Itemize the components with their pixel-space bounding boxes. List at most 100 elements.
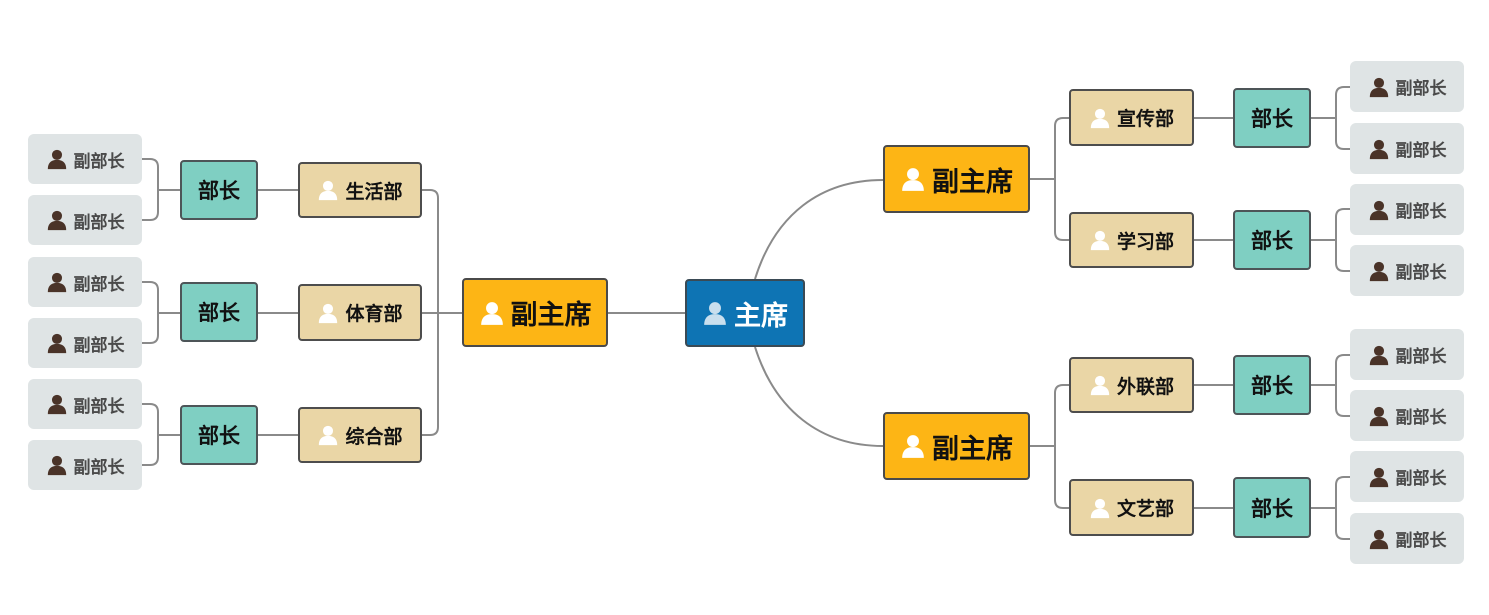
minister-label: 部长: [198, 179, 240, 203]
department-node-publicity[interactable]: 宣传部: [1069, 89, 1194, 146]
department-label: 宣传部: [1116, 108, 1174, 130]
deputy-node[interactable]: 副部长: [1350, 245, 1464, 296]
deputy-label: 副部长: [73, 457, 125, 478]
department-label: 生活部: [345, 180, 403, 203]
vice-chair-label: 副主席: [510, 300, 592, 331]
deputy-node[interactable]: 副部长: [28, 257, 142, 307]
person-icon: [317, 302, 339, 324]
deputy-label: 副部长: [1395, 531, 1447, 551]
person-icon: [479, 300, 505, 326]
deputy-node[interactable]: 副部长: [28, 440, 142, 490]
connector-line: [1054, 384, 1069, 446]
connector-line: [142, 190, 159, 221]
person-icon: [1368, 528, 1390, 550]
department-label: 综合部: [345, 425, 403, 448]
deputy-node[interactable]: 副部长: [28, 379, 142, 429]
person-icon: [46, 332, 68, 354]
connector-line: [754, 179, 884, 280]
deputy-node[interactable]: 副部长: [1350, 451, 1464, 502]
deputy-node[interactable]: 副部长: [1350, 123, 1464, 174]
deputy-label: 副部长: [1395, 202, 1447, 222]
deputy-label: 副部长: [1395, 79, 1447, 99]
person-icon: [1368, 344, 1390, 366]
person-icon: [900, 433, 926, 459]
connector-line: [1335, 385, 1350, 417]
person-icon: [46, 148, 68, 170]
department-node-life[interactable]: 生活部: [298, 162, 422, 218]
department-node-general[interactable]: 综合部: [298, 407, 422, 463]
minister-label: 部长: [198, 424, 240, 448]
connector-line: [422, 189, 439, 313]
person-icon: [1368, 405, 1390, 427]
vice-chair-label: 副主席: [932, 433, 1013, 465]
deputy-node[interactable]: 副部长: [1350, 513, 1464, 564]
deputy-node[interactable]: 副部长: [28, 134, 142, 184]
minister-node[interactable]: 部长: [1233, 355, 1311, 415]
minister-label: 部长: [1251, 496, 1293, 521]
department-label: 文艺部: [1116, 498, 1174, 520]
person-icon: [1368, 199, 1390, 221]
deputy-node[interactable]: 副部长: [28, 318, 142, 368]
person-icon: [317, 179, 339, 201]
deputy-node[interactable]: 副部长: [1350, 184, 1464, 235]
connector-line: [142, 313, 159, 344]
vice-chair-node-right-top[interactable]: 副主席: [883, 145, 1030, 213]
connector-line: [1335, 240, 1350, 272]
minister-node[interactable]: 部长: [1233, 210, 1311, 270]
deputy-node[interactable]: 副部长: [1350, 61, 1464, 112]
minister-node[interactable]: 部长: [1233, 88, 1311, 148]
person-icon: [1089, 374, 1111, 396]
connector-line: [1054, 179, 1069, 241]
person-icon: [46, 454, 68, 476]
root-node[interactable]: 主席: [685, 279, 805, 347]
deputy-label: 副部长: [1395, 347, 1447, 367]
vice-chair-node-left[interactable]: 副主席: [462, 278, 608, 347]
connector-line: [142, 281, 159, 313]
deputy-label: 副部长: [73, 151, 125, 172]
deputy-node[interactable]: 副部长: [28, 195, 142, 245]
department-node-study[interactable]: 学习部: [1069, 212, 1194, 268]
deputy-node[interactable]: 副部长: [1350, 329, 1464, 380]
deputy-label: 副部长: [1395, 469, 1447, 489]
person-icon: [1368, 466, 1390, 488]
person-icon: [317, 424, 339, 446]
connector-line: [1335, 208, 1350, 240]
minister-label: 部长: [1251, 374, 1293, 398]
minister-node[interactable]: 部长: [180, 405, 258, 465]
connector-line: [1335, 476, 1350, 508]
minister-label: 部长: [198, 301, 240, 325]
vice-chair-node-right-bottom[interactable]: 副主席: [883, 412, 1030, 480]
deputy-label: 副部长: [73, 335, 125, 356]
person-icon: [46, 271, 68, 293]
person-icon: [46, 393, 68, 415]
deputy-label: 副部长: [1395, 141, 1447, 161]
deputy-label: 副部长: [1395, 408, 1447, 428]
connector-line: [142, 403, 159, 435]
connector-line: [1054, 446, 1069, 509]
connector-line: [1335, 118, 1350, 150]
connector-line: [142, 435, 159, 466]
minister-node[interactable]: 部长: [1233, 477, 1311, 538]
minister-label: 部长: [1251, 229, 1293, 253]
person-icon: [900, 166, 926, 192]
deputy-label: 副部长: [73, 396, 125, 417]
department-node-sports[interactable]: 体育部: [298, 284, 422, 341]
connector-line: [1335, 86, 1350, 118]
root-label: 主席: [734, 300, 788, 332]
person-icon: [1368, 260, 1390, 282]
deputy-label: 副部长: [73, 274, 125, 295]
deputy-node[interactable]: 副部长: [1350, 390, 1464, 441]
minister-node[interactable]: 部长: [180, 282, 258, 342]
person-icon: [1089, 497, 1111, 519]
minister-node[interactable]: 部长: [180, 160, 258, 220]
person-icon: [46, 209, 68, 231]
connector-line: [422, 313, 439, 436]
department-label: 体育部: [345, 303, 403, 325]
department-node-external[interactable]: 外联部: [1069, 357, 1194, 413]
connector-line: [754, 346, 884, 447]
department-label: 外联部: [1116, 375, 1174, 398]
department-node-arts[interactable]: 文艺部: [1069, 479, 1194, 536]
minister-label: 部长: [1251, 107, 1293, 131]
